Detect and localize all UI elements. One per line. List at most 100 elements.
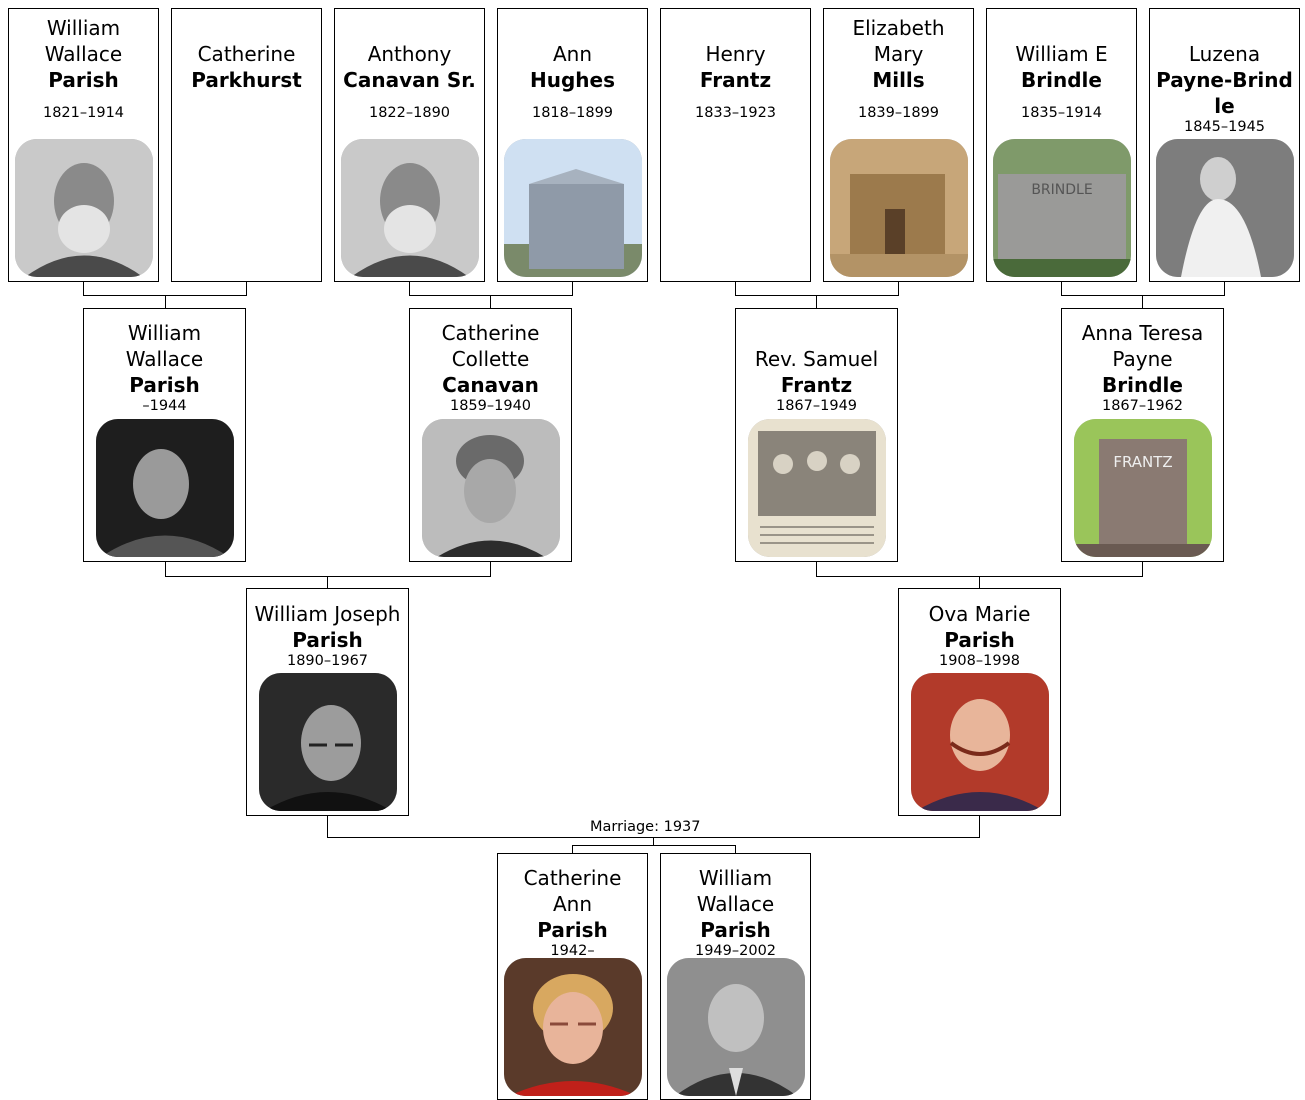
portrait-bw-glasses-photo[interactable]	[259, 673, 397, 811]
svg-text:BRINDLE: BRINDLE	[1031, 182, 1092, 198]
first-name: Henry	[705, 42, 766, 66]
newspaper-group-photo[interactable]	[748, 419, 886, 557]
last-name: Hughes	[530, 68, 615, 92]
last-name: Frantz	[699, 68, 772, 92]
first-name: Mary	[873, 42, 924, 66]
last-name: Parish	[944, 628, 1015, 652]
last-name: Brindle	[1021, 68, 1102, 92]
life-dates: 1942–	[550, 943, 595, 959]
last-name: Brindle	[1102, 373, 1183, 397]
portrait-bw-bearded-photo[interactable]	[15, 139, 153, 277]
first-name: Catherine	[441, 321, 540, 345]
last-name: Parish	[537, 918, 608, 942]
last-name: le	[1214, 94, 1235, 118]
first-name: William E	[1015, 42, 1108, 66]
life-dates: –1944	[142, 398, 187, 414]
last-name: Parish	[700, 918, 771, 942]
last-name: Parish	[48, 68, 119, 92]
first-name: Ann	[552, 42, 593, 66]
first-name: Ova Marie	[928, 602, 1031, 626]
life-dates: 1839–1899	[857, 105, 940, 121]
last-name: Mills	[872, 68, 925, 92]
gravestone-brindle-photo[interactable]: BRINDLE	[993, 139, 1131, 277]
first-name: William	[46, 16, 121, 40]
portrait-bw-man-photo[interactable]	[96, 419, 234, 557]
last-name: Payne-Brind	[1156, 68, 1293, 92]
life-dates: 1821–1914	[42, 105, 125, 121]
life-dates: 1890–1967	[286, 653, 369, 669]
first-name: Rev. Samuel	[754, 347, 879, 371]
life-dates: 1833–1923	[694, 105, 777, 121]
first-name: William	[698, 866, 773, 890]
life-dates: 1818–1899	[531, 105, 614, 121]
portrait-bw-suit-photo[interactable]	[667, 958, 805, 1096]
sepia-house-photo[interactable]	[830, 139, 968, 277]
portrait-color-glasses-photo[interactable]	[504, 958, 642, 1096]
first-name: Catherine	[523, 866, 622, 890]
last-name: Parkhurst	[191, 68, 302, 92]
first-name: Wallace	[44, 42, 123, 66]
life-dates: 1867–1962	[1101, 398, 1184, 414]
life-dates: 1859–1940	[449, 398, 532, 414]
life-dates: 1845–1945	[1183, 119, 1266, 135]
portrait-bw-elderly-photo[interactable]	[1156, 139, 1294, 277]
first-name: Wallace	[696, 892, 775, 916]
last-name: Parish	[292, 628, 363, 652]
gravestone-frantz-photo[interactable]: FRANTZ	[1074, 419, 1212, 557]
first-name: Anthony	[367, 42, 452, 66]
life-dates: 1908–1998	[938, 653, 1021, 669]
last-name: Canavan Sr.	[343, 68, 476, 92]
portrait-bw-bearded-photo[interactable]	[341, 139, 479, 277]
life-dates: 1949–2002	[694, 943, 777, 959]
first-name: Collette	[451, 347, 530, 371]
first-name: William	[127, 321, 202, 345]
marriage-label: Marriage: 1937	[590, 819, 701, 836]
first-name: Elizabeth	[852, 16, 945, 40]
life-dates: 1835–1914	[1020, 105, 1103, 121]
first-name: Catherine	[197, 42, 296, 66]
last-name: Parish	[129, 373, 200, 397]
svg-text:FRANTZ: FRANTZ	[1113, 453, 1172, 471]
portrait-color-woman-photo[interactable]	[911, 673, 1049, 811]
last-name: Canavan	[442, 373, 539, 397]
first-name: Payne	[1112, 347, 1173, 371]
first-name: Ann	[552, 892, 593, 916]
gravestone-sky-photo[interactable]	[504, 139, 642, 277]
first-name: Luzena	[1188, 42, 1261, 66]
portrait-bw-woman-photo[interactable]	[422, 419, 560, 557]
first-name: Wallace	[125, 347, 204, 371]
